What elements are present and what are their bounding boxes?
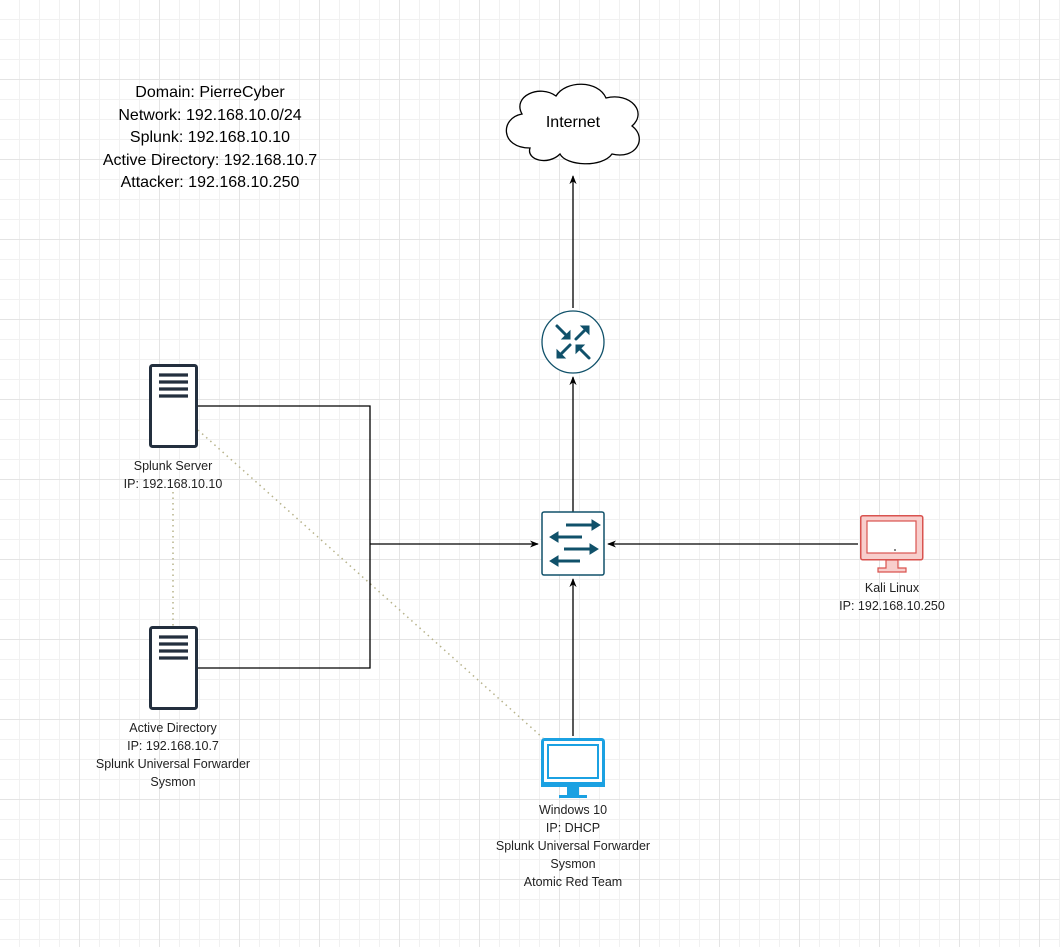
active-directory-name: Active Directory [129, 721, 217, 735]
link-ad-to-bus [198, 544, 371, 669]
kali-label: Kali Linux IP: 192.168.10.250 [792, 579, 992, 615]
windows10-ip: IP: DHCP [545, 821, 601, 835]
kali-name: Kali Linux [864, 581, 920, 595]
active-directory-sysmon: Sysmon [150, 775, 196, 789]
splunk-server-name: Splunk Server [133, 459, 213, 473]
network-info-block: Domain: PierreCyber Network: 192.168.10.… [60, 82, 360, 195]
info-domain: Domain: PierreCyber [135, 84, 285, 101]
active-directory-ip: IP: 192.168.10.7 [127, 739, 219, 753]
active-directory-forwarder: Splunk Universal Forwarder [95, 757, 251, 771]
kali-monitor-icon[interactable] [860, 515, 924, 573]
splunk-server-ip: IP: 192.168.10.10 [123, 477, 223, 491]
splunk-server-icon[interactable] [149, 364, 198, 448]
windows10-forwarder: Splunk Universal Forwarder [495, 839, 651, 853]
windows-monitor-icon[interactable] [541, 738, 605, 799]
windows10-atomic-red-team: Atomic Red Team [523, 875, 623, 889]
splunk-server-label: Splunk Server IP: 192.168.10.10 [73, 457, 273, 493]
windows10-sysmon: Sysmon [550, 857, 596, 871]
active-directory-label: Active Directory IP: 192.168.10.7 Splunk… [73, 719, 273, 791]
info-splunk: Splunk: 192.168.10.10 [129, 129, 291, 146]
info-attacker: Attacker: 192.168.10.250 [120, 174, 300, 191]
active-directory-server-icon[interactable] [149, 626, 198, 710]
kali-ip: IP: 192.168.10.250 [839, 599, 945, 613]
windows10-name: Windows 10 [538, 803, 608, 817]
internet-label: Internet [545, 114, 601, 131]
link-splunk-to-bus [198, 405, 371, 544]
router-icon[interactable] [541, 310, 605, 374]
connections [198, 175, 858, 736]
switch-icon[interactable] [541, 511, 605, 576]
internet-cloud-icon[interactable] [505, 83, 640, 165]
info-network: Network: 192.168.10.0/24 [118, 106, 302, 124]
info-active-directory: Active Directory: 192.168.10.7 [102, 151, 318, 169]
windows10-label: Windows 10 IP: DHCP Splunk Universal For… [473, 801, 673, 891]
